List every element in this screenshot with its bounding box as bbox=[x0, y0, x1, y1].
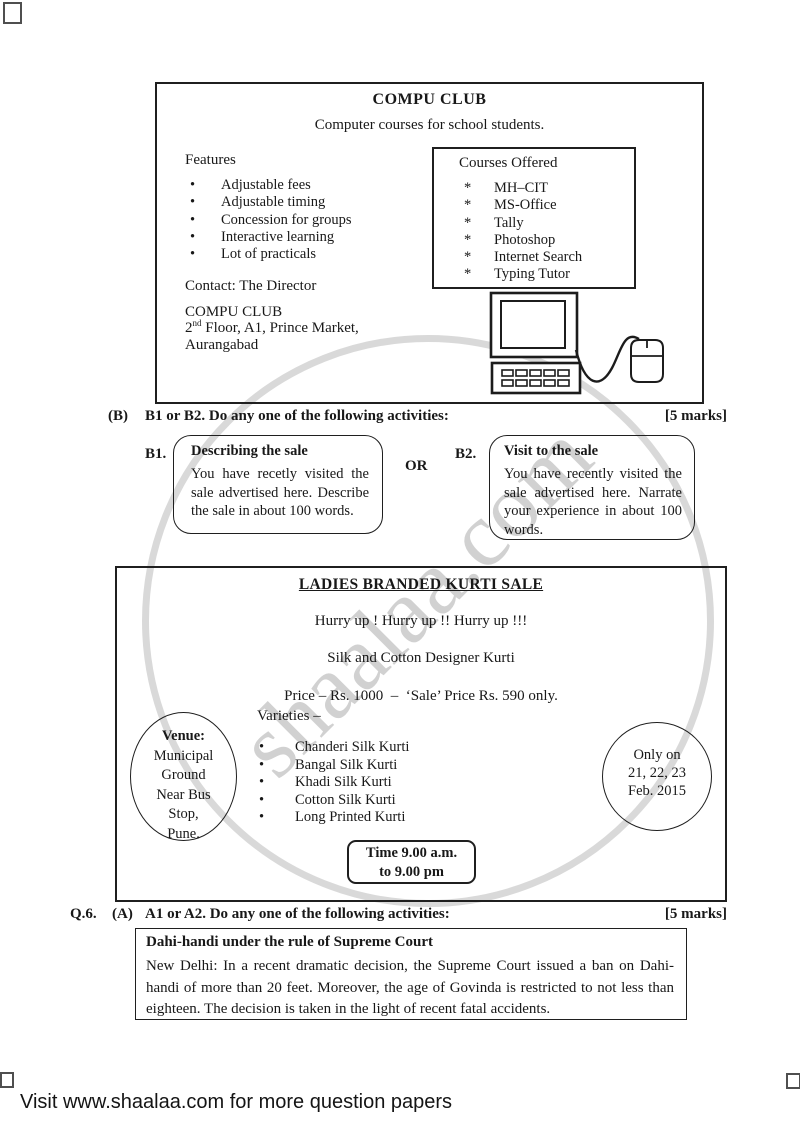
bullet-icon: • bbox=[259, 739, 265, 755]
asterisk-icon: * bbox=[464, 266, 472, 283]
venue-line: Stop, bbox=[168, 806, 199, 822]
courses-heading: Courses Offered bbox=[459, 155, 558, 171]
course-item: * MS-Office bbox=[464, 197, 557, 214]
section-b-header: (B) B1 or B2. Do any one of the followin… bbox=[0, 408, 800, 426]
time-box: Time 9.00 a.m. to 9.00 pm bbox=[347, 840, 476, 884]
feature-item: • Adjustable fees bbox=[190, 177, 311, 193]
course-item: * Photoshop bbox=[464, 231, 556, 248]
asterisk-icon: * bbox=[464, 180, 472, 196]
course-item: * MH–CIT bbox=[464, 180, 548, 196]
dates-line: Feb. 2015 bbox=[628, 783, 686, 799]
kurti-price-line: Price – Rs. 1000 – ‘Sale’ Price Rs. 590 … bbox=[284, 688, 558, 704]
compu-ad-title: COMPU CLUB bbox=[372, 91, 487, 108]
variety-item: • Chanderi Silk Kurti bbox=[259, 739, 410, 755]
time-line: Time 9.00 a.m. bbox=[365, 845, 458, 861]
bullet-icon: • bbox=[190, 194, 196, 211]
section-b-label: (B) bbox=[108, 408, 128, 424]
contact-line: Contact: The Director bbox=[185, 278, 317, 294]
b2-title: Visit to the sale bbox=[504, 443, 599, 459]
asterisk-icon: * bbox=[464, 231, 472, 248]
dates-circle: Only on 21, 22, 23 Feb. 2015 bbox=[602, 722, 712, 831]
venue-line: Near Bus bbox=[156, 786, 211, 803]
kurti-sale-ad-box: LADIES BRANDED KURTI SALE Hurry up ! Hur… bbox=[115, 566, 727, 902]
or-separator: OR bbox=[405, 458, 428, 474]
varieties-heading: Varieties – bbox=[257, 708, 321, 724]
bullet-icon: • bbox=[190, 228, 196, 245]
page-corner-mark-icon bbox=[0, 1072, 14, 1088]
course-item: * Tally bbox=[464, 214, 524, 231]
b1-label: B1. bbox=[145, 446, 167, 462]
asterisk-icon: * bbox=[464, 214, 472, 231]
b2-activity-box: Visit to the sale You have recently visi… bbox=[489, 435, 695, 540]
bullet-icon: • bbox=[190, 246, 196, 263]
features-list: • Adjustable fees • Adjustable timing • … bbox=[157, 177, 427, 263]
compu-ad-subtitle: Computer courses for school students. bbox=[314, 117, 545, 133]
variety-item: • Bangal Silk Kurti bbox=[259, 756, 398, 773]
b1-title: Describing the sale bbox=[191, 443, 308, 459]
dates-line: 21, 22, 23 bbox=[628, 765, 686, 781]
variety-item: • Khadi Silk Kurti bbox=[259, 774, 392, 790]
section-a-label: (A) bbox=[112, 906, 133, 922]
section-a-marks: [5 marks] bbox=[664, 906, 727, 922]
page-corner-mark-icon bbox=[786, 1073, 800, 1089]
address-city: Aurangabad bbox=[185, 337, 259, 353]
compu-club-ad-box: COMPU CLUB Computer courses for school s… bbox=[155, 82, 704, 404]
feature-item: • Adjustable timing bbox=[190, 194, 326, 211]
news-body: New Delhi: In a recent dramatic decision… bbox=[146, 958, 674, 1018]
footer-note: Visit www.shaalaa.com for more question … bbox=[20, 1091, 453, 1113]
b2-text: You have recently visited the sale adver… bbox=[504, 466, 682, 538]
course-item: * Internet Search bbox=[464, 249, 583, 266]
section-a-header: Q.6. (A) A1 or A2. Do any one of the fol… bbox=[0, 906, 800, 924]
bullet-icon: • bbox=[259, 791, 265, 808]
asterisk-icon: * bbox=[464, 249, 472, 266]
address-line: 2nd Floor, A1, Prince Market, bbox=[185, 318, 359, 337]
bullet-icon: • bbox=[259, 756, 265, 773]
b1-activity-box: Describing the sale You have recetly vis… bbox=[173, 435, 383, 534]
watermark-circle bbox=[142, 335, 714, 907]
dates-line: Only on bbox=[633, 747, 681, 763]
venue-line: Municipal bbox=[153, 747, 214, 764]
section-a-heading: A1 or A2. Do any one of the following ac… bbox=[145, 906, 450, 922]
question-number: Q.6. bbox=[70, 906, 97, 922]
course-item: * Typing Tutor bbox=[464, 266, 570, 283]
varieties-list: • Chanderi Silk Kurti • Bangal Silk Kurt… bbox=[117, 739, 517, 827]
kurti-hurry-line: Hurry up ! Hurry up !! Hurry up !!! bbox=[314, 613, 528, 629]
ordinal-superscript: nd bbox=[192, 318, 202, 328]
feature-item: • Interactive learning bbox=[190, 228, 335, 245]
b1-text: You have recetly visited the sale advert… bbox=[191, 466, 369, 519]
asterisk-icon: * bbox=[464, 197, 472, 214]
news-snippet-box: Dahi-handi under the rule of Supreme Cou… bbox=[135, 928, 687, 1020]
org-name: COMPU CLUB bbox=[185, 304, 283, 320]
section-b-marks: [5 marks] bbox=[664, 408, 727, 424]
computer-clipart-icon bbox=[479, 290, 674, 398]
news-title: Dahi-handi under the rule of Supreme Cou… bbox=[146, 934, 433, 950]
section-b-heading: B1 or B2. Do any one of the following ac… bbox=[145, 408, 449, 424]
bullet-icon: • bbox=[190, 211, 196, 228]
feature-item: • Lot of practicals bbox=[190, 246, 317, 263]
kurti-product-line: Silk and Cotton Designer Kurti bbox=[327, 650, 515, 666]
page-corner-mark-icon bbox=[3, 2, 22, 24]
bullet-icon: • bbox=[259, 774, 265, 790]
features-heading: Features bbox=[185, 152, 236, 168]
courses-offered-box: Courses Offered * MH–CIT * MS-Office * T… bbox=[432, 147, 636, 289]
venue-line: Ground bbox=[161, 767, 206, 783]
kurti-ad-title: LADIES BRANDED KURTI SALE bbox=[298, 576, 544, 593]
b2-label: B2. bbox=[455, 446, 477, 462]
venue-heading: Venue: bbox=[162, 728, 205, 744]
courses-list: * MH–CIT * MS-Office * Tally * Photoshop… bbox=[434, 180, 634, 284]
venue-ellipse: Venue: Municipal Ground Near Bus Stop, P… bbox=[130, 712, 237, 842]
time-line: to 9.00 pm bbox=[379, 864, 444, 880]
variety-item: • Long Printed Kurti bbox=[259, 809, 406, 825]
bullet-icon: • bbox=[259, 809, 265, 825]
feature-item: • Concession for groups bbox=[190, 211, 352, 228]
variety-item: • Cotton Silk Kurti bbox=[259, 791, 396, 808]
bullet-icon: • bbox=[190, 177, 196, 193]
venue-line: Pune. bbox=[167, 825, 200, 842]
